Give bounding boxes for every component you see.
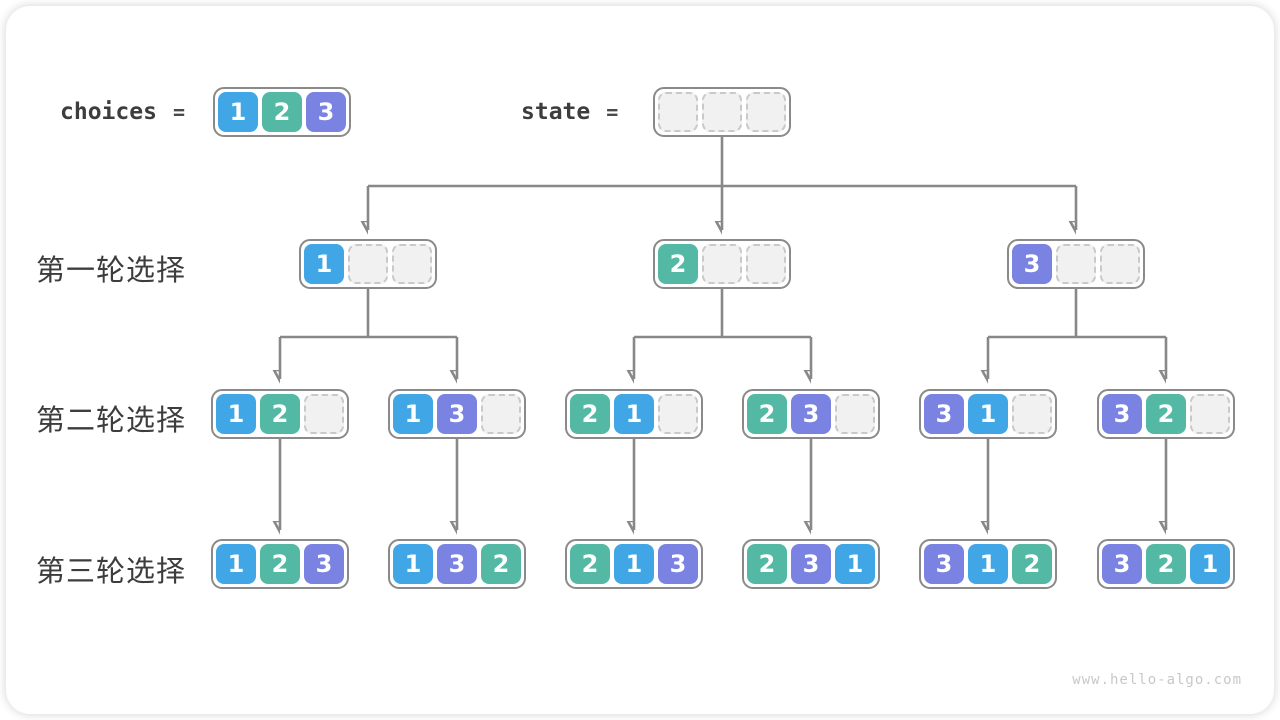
choices-cell: 1 <box>218 92 258 132</box>
state-cell <box>392 244 432 284</box>
round-2-label: 第二轮选择 <box>36 405 187 437</box>
state-cell: 2 <box>570 394 610 434</box>
state-cell: 3 <box>1102 544 1142 584</box>
state-cell: 2 <box>570 544 610 584</box>
state-cell: 1 <box>968 394 1008 434</box>
state-cell: 1 <box>614 394 654 434</box>
state-cell <box>348 244 388 284</box>
state-cell <box>1100 244 1140 284</box>
site-watermark: www.hello-algo.com <box>1072 672 1242 688</box>
choices-cell: 2 <box>262 92 302 132</box>
state-cell: 2 <box>1146 394 1186 434</box>
state-cell: 2 <box>658 244 698 284</box>
state-label-group: state = <box>521 87 618 137</box>
state-cell <box>702 244 742 284</box>
round-1-label: 第一轮选择 <box>36 255 187 287</box>
state-equals-sign: = <box>606 100 619 124</box>
choices-equals-sign: = <box>172 100 185 124</box>
state-cell: 1 <box>393 394 433 434</box>
state-cell: 2 <box>1012 544 1052 584</box>
state-cell <box>304 394 344 434</box>
state-cell: 1 <box>1190 544 1230 584</box>
state-node-r1-2: 2 <box>653 239 791 289</box>
state-cell <box>746 244 786 284</box>
choices-label: choices <box>60 99 157 125</box>
state-node-r1-3: 3 <box>1007 239 1145 289</box>
figure-card <box>6 6 1274 714</box>
state-cell <box>658 394 698 434</box>
state-node-r2-6: 3 2 <box>1097 389 1235 439</box>
state-node-r3-4: 2 3 1 <box>742 539 880 589</box>
state-cell: 3 <box>924 544 964 584</box>
state-cell: 2 <box>1146 544 1186 584</box>
state-node-r2-5: 3 1 <box>919 389 1057 439</box>
state-node-r2-2: 1 3 <box>388 389 526 439</box>
state-cell <box>1012 394 1052 434</box>
state-cell: 1 <box>216 394 256 434</box>
state-node-r3-3: 2 1 3 <box>565 539 703 589</box>
state-cell: 2 <box>747 394 787 434</box>
state-cell: 1 <box>393 544 433 584</box>
state-cell <box>658 92 698 132</box>
state-cell: 1 <box>968 544 1008 584</box>
state-cell: 3 <box>437 394 477 434</box>
choices-cell: 3 <box>306 92 346 132</box>
state-cell <box>746 92 786 132</box>
state-cell <box>481 394 521 434</box>
state-node-r2-1: 1 2 <box>211 389 349 439</box>
state-cell: 3 <box>1102 394 1142 434</box>
state-cell: 2 <box>747 544 787 584</box>
state-cell <box>1056 244 1096 284</box>
state-cell <box>835 394 875 434</box>
state-cell: 3 <box>437 544 477 584</box>
state-cell <box>702 92 742 132</box>
state-cell: 1 <box>304 244 344 284</box>
state-cell: 2 <box>260 394 300 434</box>
state-node-r1-1: 1 <box>299 239 437 289</box>
state-cell: 3 <box>658 544 698 584</box>
choices-array: 1 2 3 <box>213 87 351 137</box>
round-3-label: 第三轮选择 <box>36 556 187 588</box>
state-cell: 3 <box>304 544 344 584</box>
state-cell: 2 <box>481 544 521 584</box>
state-cell: 3 <box>1012 244 1052 284</box>
state-node-r3-6: 3 2 1 <box>1097 539 1235 589</box>
state-node-r3-2: 1 3 2 <box>388 539 526 589</box>
state-cell: 2 <box>260 544 300 584</box>
state-node-r2-3: 2 1 <box>565 389 703 439</box>
state-label: state <box>521 99 591 125</box>
state-node-r3-5: 3 1 2 <box>919 539 1057 589</box>
state-node-r2-4: 2 3 <box>742 389 880 439</box>
choices-label-group: choices = <box>60 87 185 137</box>
state-cell: 1 <box>614 544 654 584</box>
state-cell: 1 <box>835 544 875 584</box>
state-cell: 3 <box>791 394 831 434</box>
state-cell: 3 <box>791 544 831 584</box>
state-node-r3-1: 1 2 3 <box>211 539 349 589</box>
state-cell: 3 <box>924 394 964 434</box>
state-array <box>653 87 791 137</box>
state-cell: 1 <box>216 544 256 584</box>
state-cell <box>1190 394 1230 434</box>
